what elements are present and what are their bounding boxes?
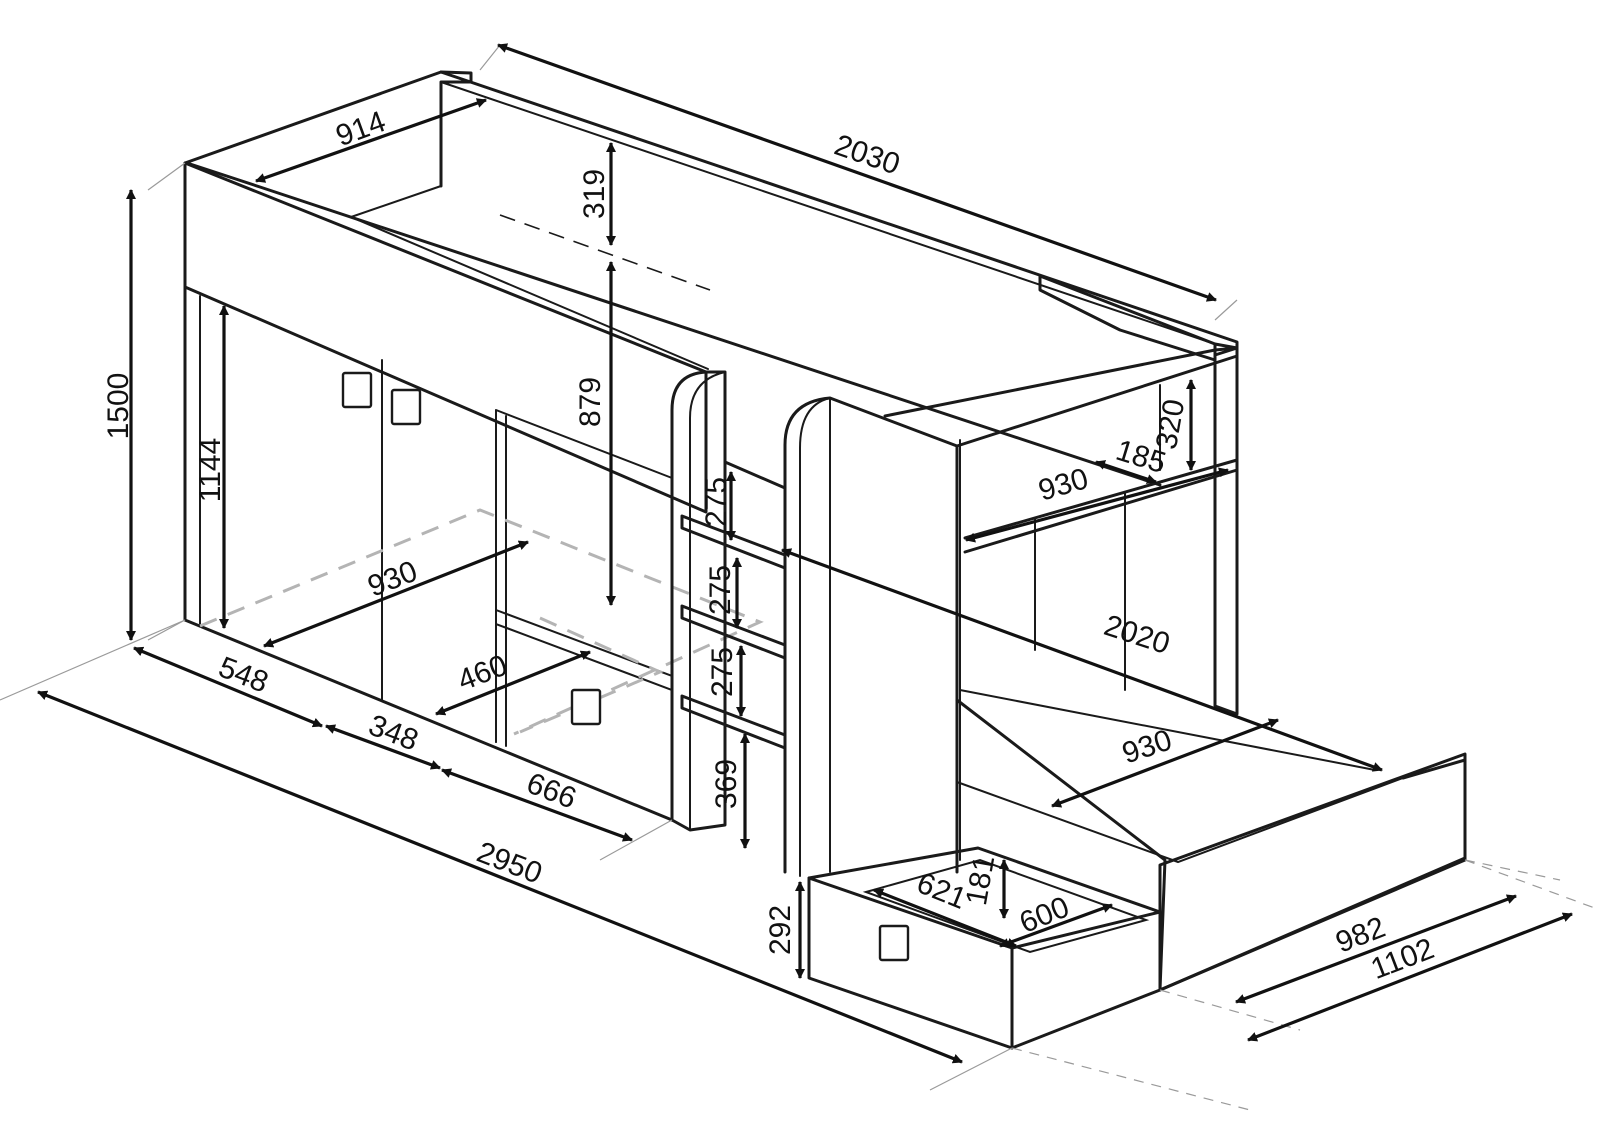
drawer-handle-wardrobe-icon bbox=[570, 688, 602, 726]
bed-structure bbox=[183, 70, 1467, 1050]
ladder-step-bot bbox=[680, 694, 787, 750]
dim-line-914 bbox=[255, 98, 487, 183]
dim-line-1102 bbox=[1247, 912, 1573, 1042]
ladder-left-post bbox=[670, 370, 727, 832]
wardrobe-hidden-drawer bbox=[519, 616, 664, 734]
dim-label-879: 879 bbox=[574, 377, 607, 427]
top-bed-deck bbox=[348, 185, 709, 370]
shelf-unit-top bbox=[883, 346, 1239, 448]
dim-label-348: 348 bbox=[364, 709, 423, 758]
dim-label-275-top: 275 bbox=[700, 477, 733, 527]
dim-line-930-lower bbox=[1051, 718, 1279, 808]
ext-base-front bbox=[599, 819, 1013, 1091]
dim-label-1500: 1500 bbox=[102, 373, 135, 440]
dim-label-275-bot: 275 bbox=[706, 647, 739, 697]
dim-label-1144: 1144 bbox=[194, 438, 227, 503]
lower-bed-deck bbox=[956, 689, 1404, 864]
dim-label-275-mid: 275 bbox=[704, 565, 737, 615]
dim-line-930-cabinet bbox=[263, 540, 529, 648]
door-handle-left-icon bbox=[341, 371, 373, 409]
dim-line-2030 bbox=[497, 43, 1217, 302]
ladder-left-post-inner bbox=[689, 371, 726, 831]
top-bed-hidden-deck bbox=[499, 214, 711, 291]
dim-label-914: 914 bbox=[332, 105, 390, 153]
ext-right-foot bbox=[1011, 859, 1600, 1111]
dim-label-369: 369 bbox=[710, 759, 743, 809]
dimension-arrows bbox=[37, 43, 1573, 1064]
shelf-unit-shelf bbox=[963, 458, 1239, 554]
dim-line-2950 bbox=[37, 690, 963, 1064]
ladder-right-post bbox=[783, 396, 959, 874]
dim-label-548: 548 bbox=[214, 651, 273, 700]
ladder-right-post-inner bbox=[799, 397, 831, 877]
dim-label-600: 600 bbox=[1015, 891, 1074, 940]
dim-label-292: 292 bbox=[764, 905, 797, 955]
ext-top-back bbox=[479, 44, 1238, 321]
dim-line-600 bbox=[999, 903, 1113, 948]
dim-label-181: 181 bbox=[960, 853, 1001, 908]
dim-label-319: 319 bbox=[578, 169, 611, 219]
wardrobe-hidden-base bbox=[199, 508, 764, 736]
ladder-step-top bbox=[680, 460, 787, 570]
ext-top-left bbox=[147, 162, 186, 641]
dim-label-666: 666 bbox=[522, 767, 581, 816]
top-bed-inner-edge bbox=[185, 161, 1162, 487]
dim-label-930-shelf: 930 bbox=[1035, 462, 1092, 508]
wardrobe-left-side bbox=[183, 285, 674, 822]
dim-label-2020: 2020 bbox=[1100, 609, 1174, 661]
dim-label-930-cabinet: 930 bbox=[363, 555, 422, 604]
drawer-handle-pullout-icon bbox=[878, 924, 910, 962]
dim-label-460: 460 bbox=[453, 649, 512, 698]
ext-base-left bbox=[0, 619, 186, 701]
top-bed-left-end bbox=[183, 70, 473, 188]
dim-line-2020 bbox=[781, 548, 1383, 772]
top-bed-front-rail bbox=[183, 161, 708, 514]
dim-line-930-shelf bbox=[965, 467, 1229, 543]
dim-label-2030: 2030 bbox=[830, 129, 904, 182]
top-back-panel bbox=[1038, 274, 1217, 362]
dim-line-621 bbox=[873, 888, 1017, 948]
door-handle-right-icon bbox=[390, 388, 422, 426]
shelf-unit-right-side bbox=[1213, 348, 1239, 716]
